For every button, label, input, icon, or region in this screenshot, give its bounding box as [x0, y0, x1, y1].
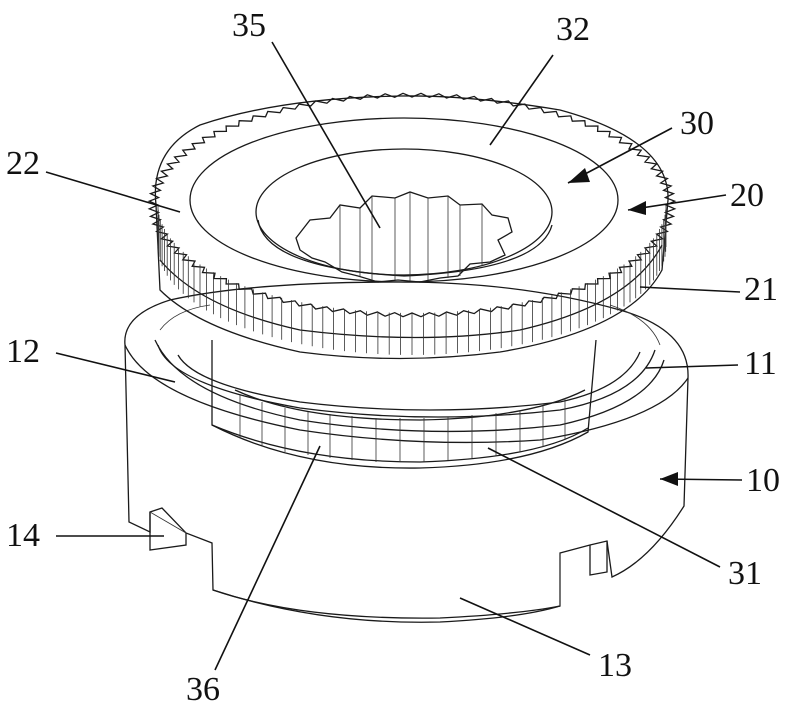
label-12: 12	[6, 333, 40, 370]
arrowhead-10	[660, 472, 678, 486]
leader-31	[487, 447, 721, 568]
spline-bore	[295, 191, 513, 283]
leader-35	[271, 41, 381, 229]
arrowhead-30	[568, 168, 590, 183]
label-30: 30	[680, 105, 714, 142]
upper-gear	[147, 92, 677, 360]
leader-36	[214, 445, 321, 671]
label-35: 35	[232, 7, 266, 44]
leader-21	[639, 286, 741, 293]
leader-12	[55, 352, 176, 383]
label-10: 10	[746, 462, 780, 499]
label-31: 31	[728, 555, 762, 592]
inner-ring-gear	[157, 304, 661, 418]
label-36: 36	[186, 671, 220, 708]
label-22: 22	[6, 145, 40, 182]
housing-body	[124, 281, 689, 623]
leader-11	[645, 364, 739, 369]
label-14: 14	[6, 517, 40, 554]
leader-lines	[45, 41, 743, 671]
label-20: 20	[730, 177, 764, 214]
leader-32	[489, 54, 554, 146]
label-13: 13	[598, 647, 632, 684]
reference-labels: 35 32 30 22 20 21 12 11 10 14 31 13 36	[6, 7, 780, 708]
arrowhead-20	[628, 201, 646, 215]
label-21: 21	[744, 271, 778, 308]
leader-13	[459, 597, 591, 656]
label-32: 32	[556, 11, 590, 48]
leader-22	[45, 171, 181, 213]
label-11: 11	[744, 345, 777, 382]
hub-lower	[211, 339, 597, 469]
